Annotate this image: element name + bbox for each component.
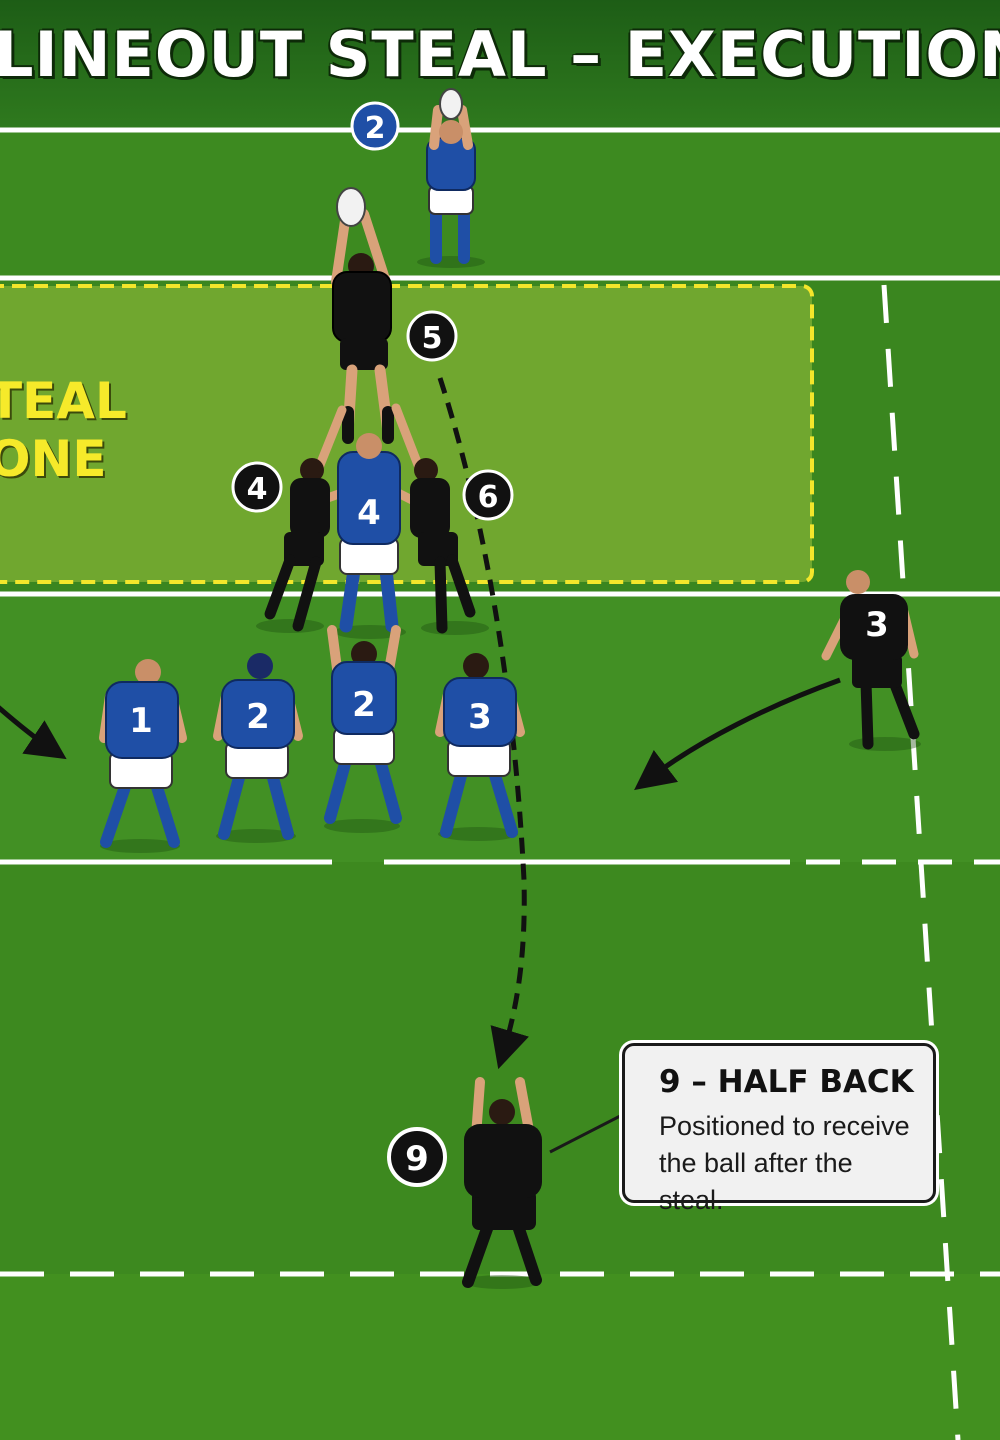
- callout-body: Positioned to receive the ball after the…: [659, 1108, 915, 1219]
- steal-zone-label: TEAL ONE: [0, 372, 127, 488]
- svg-text:5: 5: [422, 321, 443, 356]
- blue-row-player-1: [99, 659, 187, 853]
- blue-jumper-player: [334, 433, 406, 639]
- callout-line-2: the ball after the steal.: [659, 1148, 853, 1215]
- marker-left-lifter: 4: [231, 461, 283, 513]
- marker-half-back: 9: [387, 1127, 447, 1187]
- lifter-route-arrow: [437, 377, 529, 1070]
- blue-row-player-2: [213, 653, 303, 843]
- callout-line-1: Positioned to receive: [659, 1111, 910, 1141]
- jumper-player: [331, 187, 394, 444]
- svg-text:6: 6: [478, 480, 499, 515]
- callout-heading: 9 – HALF BACK: [659, 1064, 914, 1100]
- marker-right-lifter: 6: [462, 469, 514, 521]
- jersey-number-row-3: 3: [468, 697, 492, 737]
- right-lifter-player: [387, 403, 489, 635]
- runner-arrow: [634, 677, 841, 791]
- svg-text:2: 2: [365, 111, 386, 146]
- page-title: LINEOUT STEAL – EXECUTION: [0, 18, 1000, 91]
- black-runner-player: [821, 570, 921, 751]
- jersey-number-runner: 3: [865, 605, 889, 645]
- svg-text:4: 4: [247, 472, 268, 507]
- pitch-lines: [0, 127, 1000, 1440]
- jersey-number-row-2: 2: [246, 697, 270, 737]
- steal-zone-label-line-1: TEAL: [0, 372, 127, 430]
- half-back-player: [462, 1077, 542, 1289]
- steal-zone-label-line-2: ONE: [0, 430, 107, 488]
- jersey-number-row-1: 1: [129, 701, 153, 741]
- svg-text:9: 9: [405, 1139, 429, 1179]
- blue-row-player-3: [435, 653, 525, 841]
- jersey-number-blue-jumper: 4: [357, 493, 381, 533]
- thrower-player: [417, 88, 485, 268]
- callout-pointer: [549, 1110, 629, 1154]
- half-back-callout: 9 – HALF BACK Positioned to receive the …: [622, 1043, 936, 1215]
- jersey-number-blue-support: 2: [352, 685, 376, 725]
- marker-thrower: 2: [350, 101, 400, 151]
- marker-jumper: 5: [406, 310, 458, 362]
- blue-support-player: [324, 625, 402, 833]
- left-arrow: [0, 705, 67, 760]
